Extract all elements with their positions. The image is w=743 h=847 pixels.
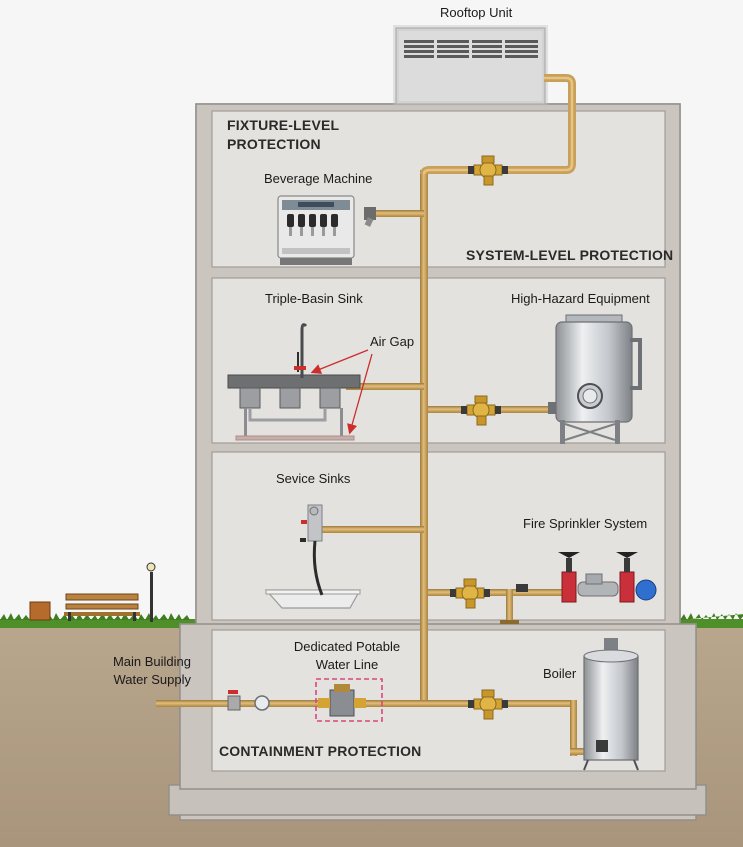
containment-protection-title: CONTAINMENT PROTECTION [219,743,422,759]
fire-sprinkler-system-label: Fire Sprinkler System [523,516,648,531]
rooftop-unit-label: Rooftop Unit [440,5,513,20]
high-hazard-tank [548,314,642,444]
dedicated-potable-label-1: Dedicated Potable [293,639,401,654]
air-gap-arrows [310,349,373,435]
service-sinks-label: Sevice Sinks [276,471,351,486]
service-sink [264,504,362,609]
main-supply-components [227,684,366,717]
fire-sprinkler-assembly [516,552,657,603]
rooftop-unit [393,25,548,107]
beverage-vacuum-breaker [364,207,376,227]
main-building-water-supply-label-2: Water Supply [113,672,191,687]
high-hazard-equipment-label: High-Hazard Equipment [511,291,650,306]
street-lamp [146,562,156,622]
triple-basin-sink-label: Triple-Basin Sink [265,291,363,306]
beverage-machine-label: Beverage Machine [264,171,373,186]
beverage-machine [277,195,355,265]
system-level-protection-title: SYSTEM-LEVEL PROTECTION [466,247,674,263]
boiler [583,638,639,771]
fixture-level-protection-title-2: PROTECTION [227,136,321,152]
fixture-level-protection-title-1: FIXTURE-LEVEL [227,117,340,133]
triple-basin-sink [227,323,361,441]
air-gap-label: Air Gap [370,334,415,349]
planter-box [29,601,51,621]
park-bench [64,593,140,621]
dedicated-potable-highlight [315,678,383,722]
boiler-label: Boiler [543,666,577,681]
dedicated-potable-label-2: Water Line [315,657,379,672]
building-foundation [168,784,707,816]
main-building-water-supply-label-1: Main Building [112,654,191,669]
